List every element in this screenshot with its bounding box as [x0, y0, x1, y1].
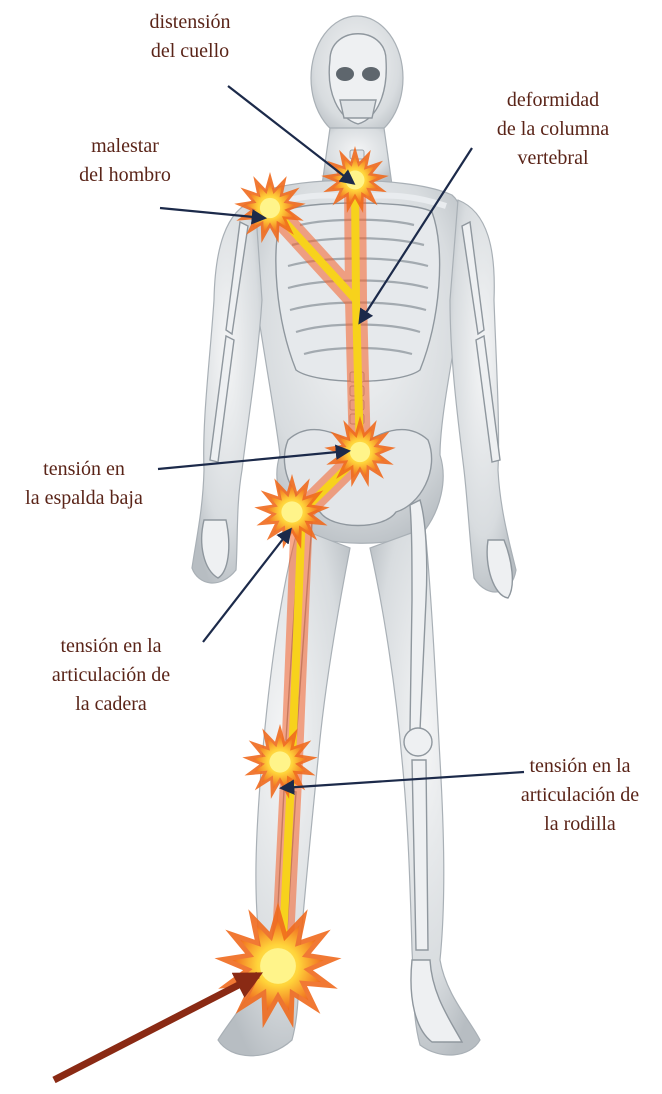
jaw-shape: [340, 100, 376, 118]
label-knee-line-3: la rodilla: [500, 810, 660, 839]
label-knee-line-2: articulación de: [500, 781, 660, 810]
burst-core: [350, 442, 370, 462]
label-lower-back: tensión en la espalda baja: [10, 455, 158, 513]
label-spine-line-3: vertebral: [468, 144, 638, 173]
burst-core: [269, 751, 290, 772]
label-neck-line-2: del cuello: [126, 37, 254, 66]
label-spine-line-1: deformidad: [468, 86, 638, 115]
label-hip: tensión en la articulación de la cadera: [30, 632, 192, 719]
label-hip-line-1: tensión en la: [30, 632, 192, 661]
label-knee: tensión en la articulación de la rodilla: [500, 752, 660, 839]
label-hip-line-2: articulación de: [30, 661, 192, 690]
left-eye-socket: [336, 67, 354, 81]
label-spine: deformidad de la columna vertebral: [468, 86, 638, 173]
label-neck: distensión del cuello: [126, 8, 254, 66]
label-neck-line-1: distensión: [126, 8, 254, 37]
right-eye-socket: [362, 67, 380, 81]
burst-core: [260, 948, 296, 984]
burst-core: [281, 501, 302, 522]
burst-core: [260, 198, 280, 218]
label-shoulder-line-2: del hombro: [70, 161, 180, 190]
label-lower-back-line-2: la espalda baja: [10, 484, 158, 513]
label-spine-line-2: de la columna: [468, 115, 638, 144]
label-hip-line-3: la cadera: [30, 690, 192, 719]
label-shoulder-line-1: malestar: [70, 132, 180, 161]
label-shoulder: malestar del hombro: [70, 132, 180, 190]
label-knee-line-1: tensión en la: [500, 752, 660, 781]
left-kneecap: [404, 728, 432, 756]
label-lower-back-line-1: tensión en: [10, 455, 158, 484]
